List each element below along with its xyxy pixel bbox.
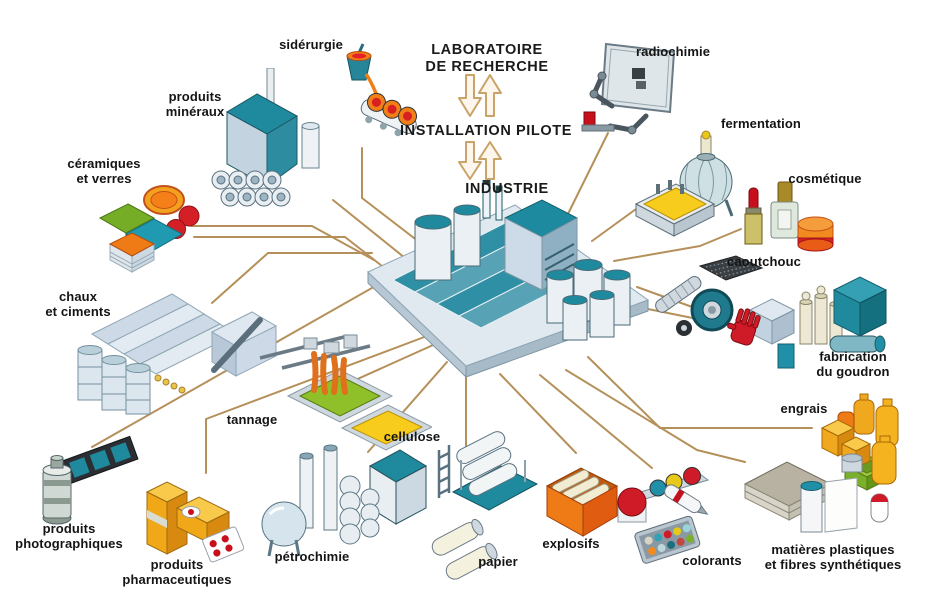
label-produits-mineraux: produits minéraux <box>165 89 225 119</box>
arrow-up-icon <box>478 141 502 180</box>
label-photographiques: produits photographiques <box>15 521 123 551</box>
line-radiochimie <box>562 132 609 225</box>
goudron-illustration <box>748 276 888 369</box>
label-radiochimie: radiochimie <box>635 44 711 59</box>
flow-arrows-top <box>458 74 502 117</box>
line-tannage <box>341 340 443 387</box>
chaux-ciments-illustration <box>77 293 278 415</box>
label-pharmaceutiques: produits pharmaceutiques <box>122 557 232 587</box>
tannage-illustration <box>259 334 432 451</box>
flow-label-industrie: INDUSTRIE <box>465 181 549 197</box>
label-goudron: fabrication du goudron <box>816 349 890 379</box>
siderurgie-illustration <box>346 43 418 137</box>
petrochimie-illustration <box>261 444 428 557</box>
explosifs-illustration <box>545 467 619 537</box>
pharmaceutiques-illustration <box>145 481 245 563</box>
radiochimie-illustration <box>581 42 676 135</box>
flow-label-laboratoire: LABORATOIRE DE RECHERCHE <box>425 42 549 75</box>
line-produits-mineraux <box>332 199 411 263</box>
label-fermentation: fermentation <box>721 116 801 131</box>
flow-arrows-bottom <box>458 141 502 180</box>
line-chaux <box>211 252 373 304</box>
cellulose-illustration <box>437 431 539 511</box>
arrow-down-icon <box>458 141 482 180</box>
produits-mineraux-illustration <box>211 68 320 207</box>
line-pharmaceutiques <box>205 335 428 474</box>
ceramiques-illustration <box>98 185 200 273</box>
line-ceramiques-b <box>193 236 383 267</box>
cosmetique-illustration <box>744 181 834 252</box>
line-plastiques <box>565 369 746 463</box>
engrais-illustration <box>820 393 899 485</box>
label-papier: papier <box>478 554 518 569</box>
line-siderurgie <box>361 147 428 249</box>
fermentation-illustration <box>634 130 734 237</box>
line-ceramiques-a <box>190 225 375 261</box>
label-siderurgie: sidérurgie <box>279 37 343 52</box>
label-ceramiques: céramiques et verres <box>67 156 141 186</box>
colorants-illustration <box>617 467 710 564</box>
flow-label-installation-pilote: INSTALLATION PILOTE <box>400 123 572 139</box>
label-colorants: colorants <box>682 553 742 568</box>
label-caoutchouc: caoutchouc <box>727 254 801 269</box>
line-engrais <box>587 356 813 429</box>
arrow-up-icon <box>478 74 502 117</box>
label-engrais: engrais <box>780 401 828 416</box>
caoutchouc-illustration <box>655 255 764 346</box>
label-petrochimie: pétrochimie <box>274 549 350 564</box>
label-chaux: chaux et ciments <box>45 289 111 319</box>
line-cosmetique <box>613 228 742 262</box>
label-tannage: tannage <box>226 412 278 427</box>
arrow-down-icon <box>458 74 482 117</box>
label-plastiques: matières plastiques et fibres synthétiqu… <box>764 542 902 572</box>
label-cosmetique: cosmétique <box>788 171 862 186</box>
papier-illustration <box>431 518 498 580</box>
industrie-factory-illustration <box>367 180 650 379</box>
photographiques-illustration <box>42 435 139 525</box>
label-explosifs: explosifs <box>542 536 600 551</box>
line-explosifs <box>499 373 577 454</box>
label-cellulose: cellulose <box>383 429 441 444</box>
line-colorants <box>539 374 653 469</box>
